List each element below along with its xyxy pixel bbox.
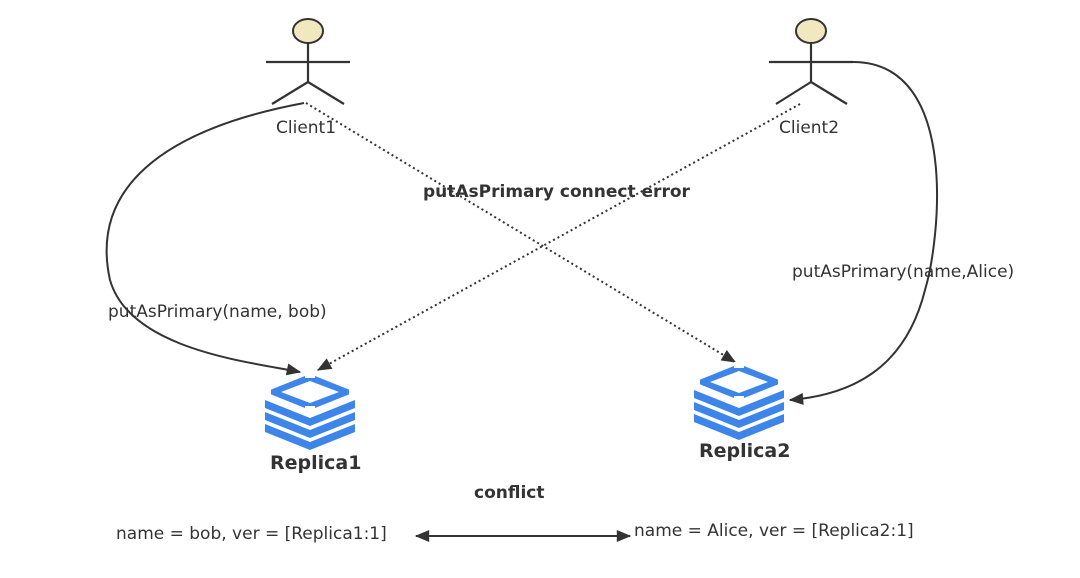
cross-edge-label: putAsPrimary connect error xyxy=(423,182,690,202)
replica1-label: Replica1 xyxy=(270,452,362,474)
client2-actor-icon xyxy=(769,18,853,105)
conflict-label: conflict xyxy=(474,483,545,503)
edge-client1-replica1 xyxy=(105,102,305,376)
edge-client1-replica1-label: putAsPrimary(name, bob) xyxy=(108,302,327,322)
client1-label: Client1 xyxy=(276,118,337,138)
client2-label: Client2 xyxy=(779,118,840,138)
edge-client2-replica2 xyxy=(788,61,939,405)
edge-client2-replica2-label: putAsPrimary(name,Alice) xyxy=(792,262,1015,282)
replica1-database-icon xyxy=(263,372,357,450)
client1-actor-icon xyxy=(266,18,350,105)
edge-client1-replica2-dotted xyxy=(305,102,737,363)
replica2-label: Replica2 xyxy=(699,440,791,462)
replica2-database-icon xyxy=(692,362,786,440)
state-right-label: name = Alice, ver = [Replica2:1] xyxy=(634,521,914,541)
edge-client2-replica1-dotted xyxy=(316,103,801,371)
state-left-label: name = bob, ver = [Replica1:1] xyxy=(116,524,387,544)
